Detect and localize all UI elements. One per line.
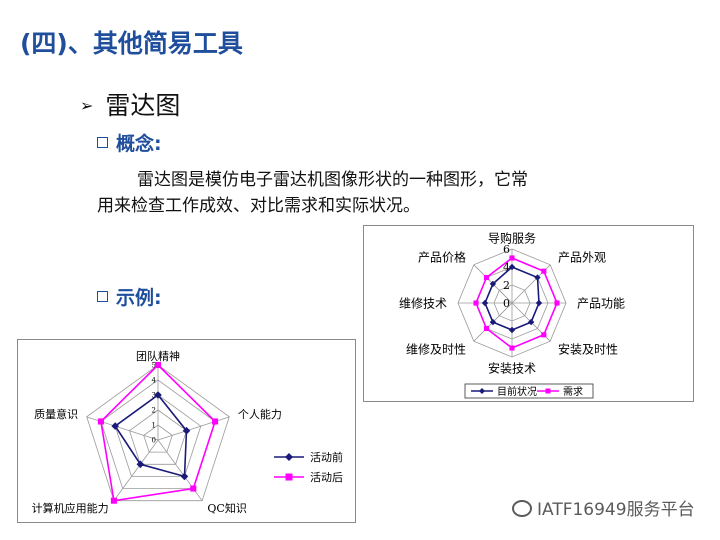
radar-data-point — [509, 345, 515, 351]
radar-data-point — [182, 426, 191, 435]
radar-category-label: 维修及时性 — [406, 342, 466, 357]
radar-category-label: 个人能力 — [238, 407, 282, 421]
radar-tick-label: 2 — [503, 279, 510, 292]
subtitle: 雷达图 — [105, 91, 181, 120]
radar-category-label: 产品功能 — [577, 297, 625, 311]
radar-category-label: QC知识 — [207, 501, 246, 515]
radar-data-point — [154, 391, 162, 399]
radar-data-point — [509, 255, 515, 261]
radar-data-point — [154, 361, 162, 369]
radar-grid-ring — [143, 424, 173, 453]
legend-label: 目前状况 — [497, 385, 537, 398]
radar-category-label: 计算机应用能力 — [32, 501, 109, 515]
radar-data-point — [97, 418, 104, 425]
legend-label: 活动后 — [310, 471, 343, 484]
radar-category-label: 导购服务 — [488, 231, 536, 246]
radar-grid-ring — [86, 364, 230, 502]
watermark: IATF16949服务平台 — [512, 495, 695, 520]
concept-text-line1: 雷达图是模仿电子雷达机图像形状的一种图形，它常 — [137, 170, 528, 190]
radar-data-point — [489, 280, 497, 288]
radar-data-point — [541, 332, 547, 338]
radar-tick-label: 0 — [152, 437, 156, 445]
square-bullet-icon — [97, 291, 108, 302]
radar-tick-label: 1 — [152, 422, 156, 430]
radar-data-point — [489, 318, 497, 326]
radar-data-point — [508, 263, 516, 271]
radar-category-label: 维修技术 — [399, 296, 447, 311]
legend-label: 需求 — [563, 386, 583, 398]
radar-data-point — [111, 422, 120, 430]
radar-category-label: 团队精神 — [136, 349, 180, 363]
radar-series-line — [100, 363, 217, 502]
concept-heading-label: 概念: — [116, 133, 162, 155]
radar-data-point — [110, 497, 117, 504]
radar-grid-ring — [129, 409, 187, 465]
concept-heading: 概念: — [97, 129, 162, 156]
radar-data-point — [212, 418, 219, 425]
radar-data-point — [483, 325, 490, 332]
radar-tick-label: 5 — [152, 362, 156, 370]
chart-legend-box — [464, 383, 594, 399]
subtitle-row: ➢ 雷达图 — [80, 86, 180, 122]
legend-marker — [479, 388, 485, 394]
radar-tick-label: 3 — [152, 392, 156, 400]
radar-tick-label: 4 — [503, 261, 510, 274]
radar-data-point — [481, 299, 489, 307]
radar-data-point — [534, 274, 541, 281]
radar-data-point — [554, 300, 560, 306]
square-bullet-icon — [97, 137, 108, 148]
radar-tick-label: 2 — [152, 407, 156, 415]
radar-series-line — [114, 393, 188, 478]
radar-spoke — [157, 416, 230, 441]
radar-category-label: 安装技术 — [488, 361, 536, 376]
legend-marker — [285, 453, 293, 461]
radar-data-point — [483, 274, 490, 281]
wechat-icon — [512, 500, 532, 517]
radar-data-point — [180, 472, 189, 481]
radar-grid-ring — [100, 379, 216, 489]
radar-tick-label: 6 — [503, 243, 510, 256]
radar-data-point — [535, 299, 543, 307]
radar-tick-label: 4 — [152, 377, 157, 385]
concept-text-line2: 用来检查工作成效、对比需求和实际状况。 — [97, 196, 420, 216]
radar-category-label: 质量意识 — [34, 407, 78, 421]
legend-marker — [545, 388, 551, 394]
radar-data-point — [190, 485, 197, 492]
example-heading-label: 示例: — [116, 287, 162, 309]
radar-data-point — [508, 326, 516, 334]
legend-marker — [285, 473, 293, 481]
example-heading: 示例: — [97, 283, 162, 310]
radar-tick-label: 0 — [503, 297, 510, 310]
legend-label: 活动前 — [310, 450, 343, 464]
radar-data-point — [541, 268, 547, 274]
radar-category-label: 产品外观 — [558, 251, 606, 265]
watermark-text: IATF16949服务平台 — [537, 500, 695, 520]
radar-category-label: 产品价格 — [418, 250, 466, 265]
radar-data-point — [473, 300, 479, 306]
page-title: (四)、其他简易工具 — [20, 29, 243, 58]
radar-spoke — [113, 439, 159, 501]
radar-category-label: 安装及时性 — [558, 342, 618, 357]
arrow-bullet-icon: ➢ — [80, 96, 94, 115]
